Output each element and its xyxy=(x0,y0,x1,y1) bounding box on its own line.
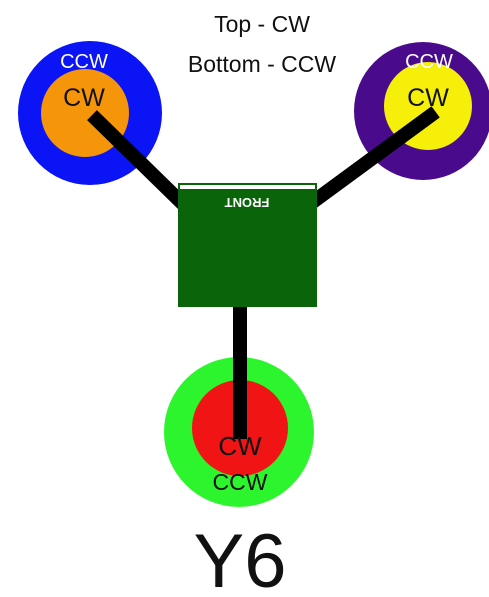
flight-controller-body: FRONT xyxy=(178,183,317,307)
motor-front-right-inner-label: CW xyxy=(407,84,449,112)
motor-rear-outer-label: CCW xyxy=(213,469,268,495)
motor-front-left-outer-label: CCW xyxy=(60,51,108,73)
front-label: FRONT xyxy=(225,195,270,210)
motor-front-right-outer-label: CCW xyxy=(405,51,453,73)
legend-line-top: Top - CW xyxy=(214,11,310,37)
motor-front-left-inner-label: CW xyxy=(63,84,105,112)
legend-line-bottom: Bottom - CCW xyxy=(188,51,337,77)
frame-type-label: Y6 xyxy=(194,519,287,597)
arm-front-right xyxy=(296,106,440,217)
arm-front-left xyxy=(87,110,196,217)
body-front-edge xyxy=(180,185,315,189)
body-plate xyxy=(178,183,317,307)
motor-rear-inner-label: CW xyxy=(218,431,262,461)
